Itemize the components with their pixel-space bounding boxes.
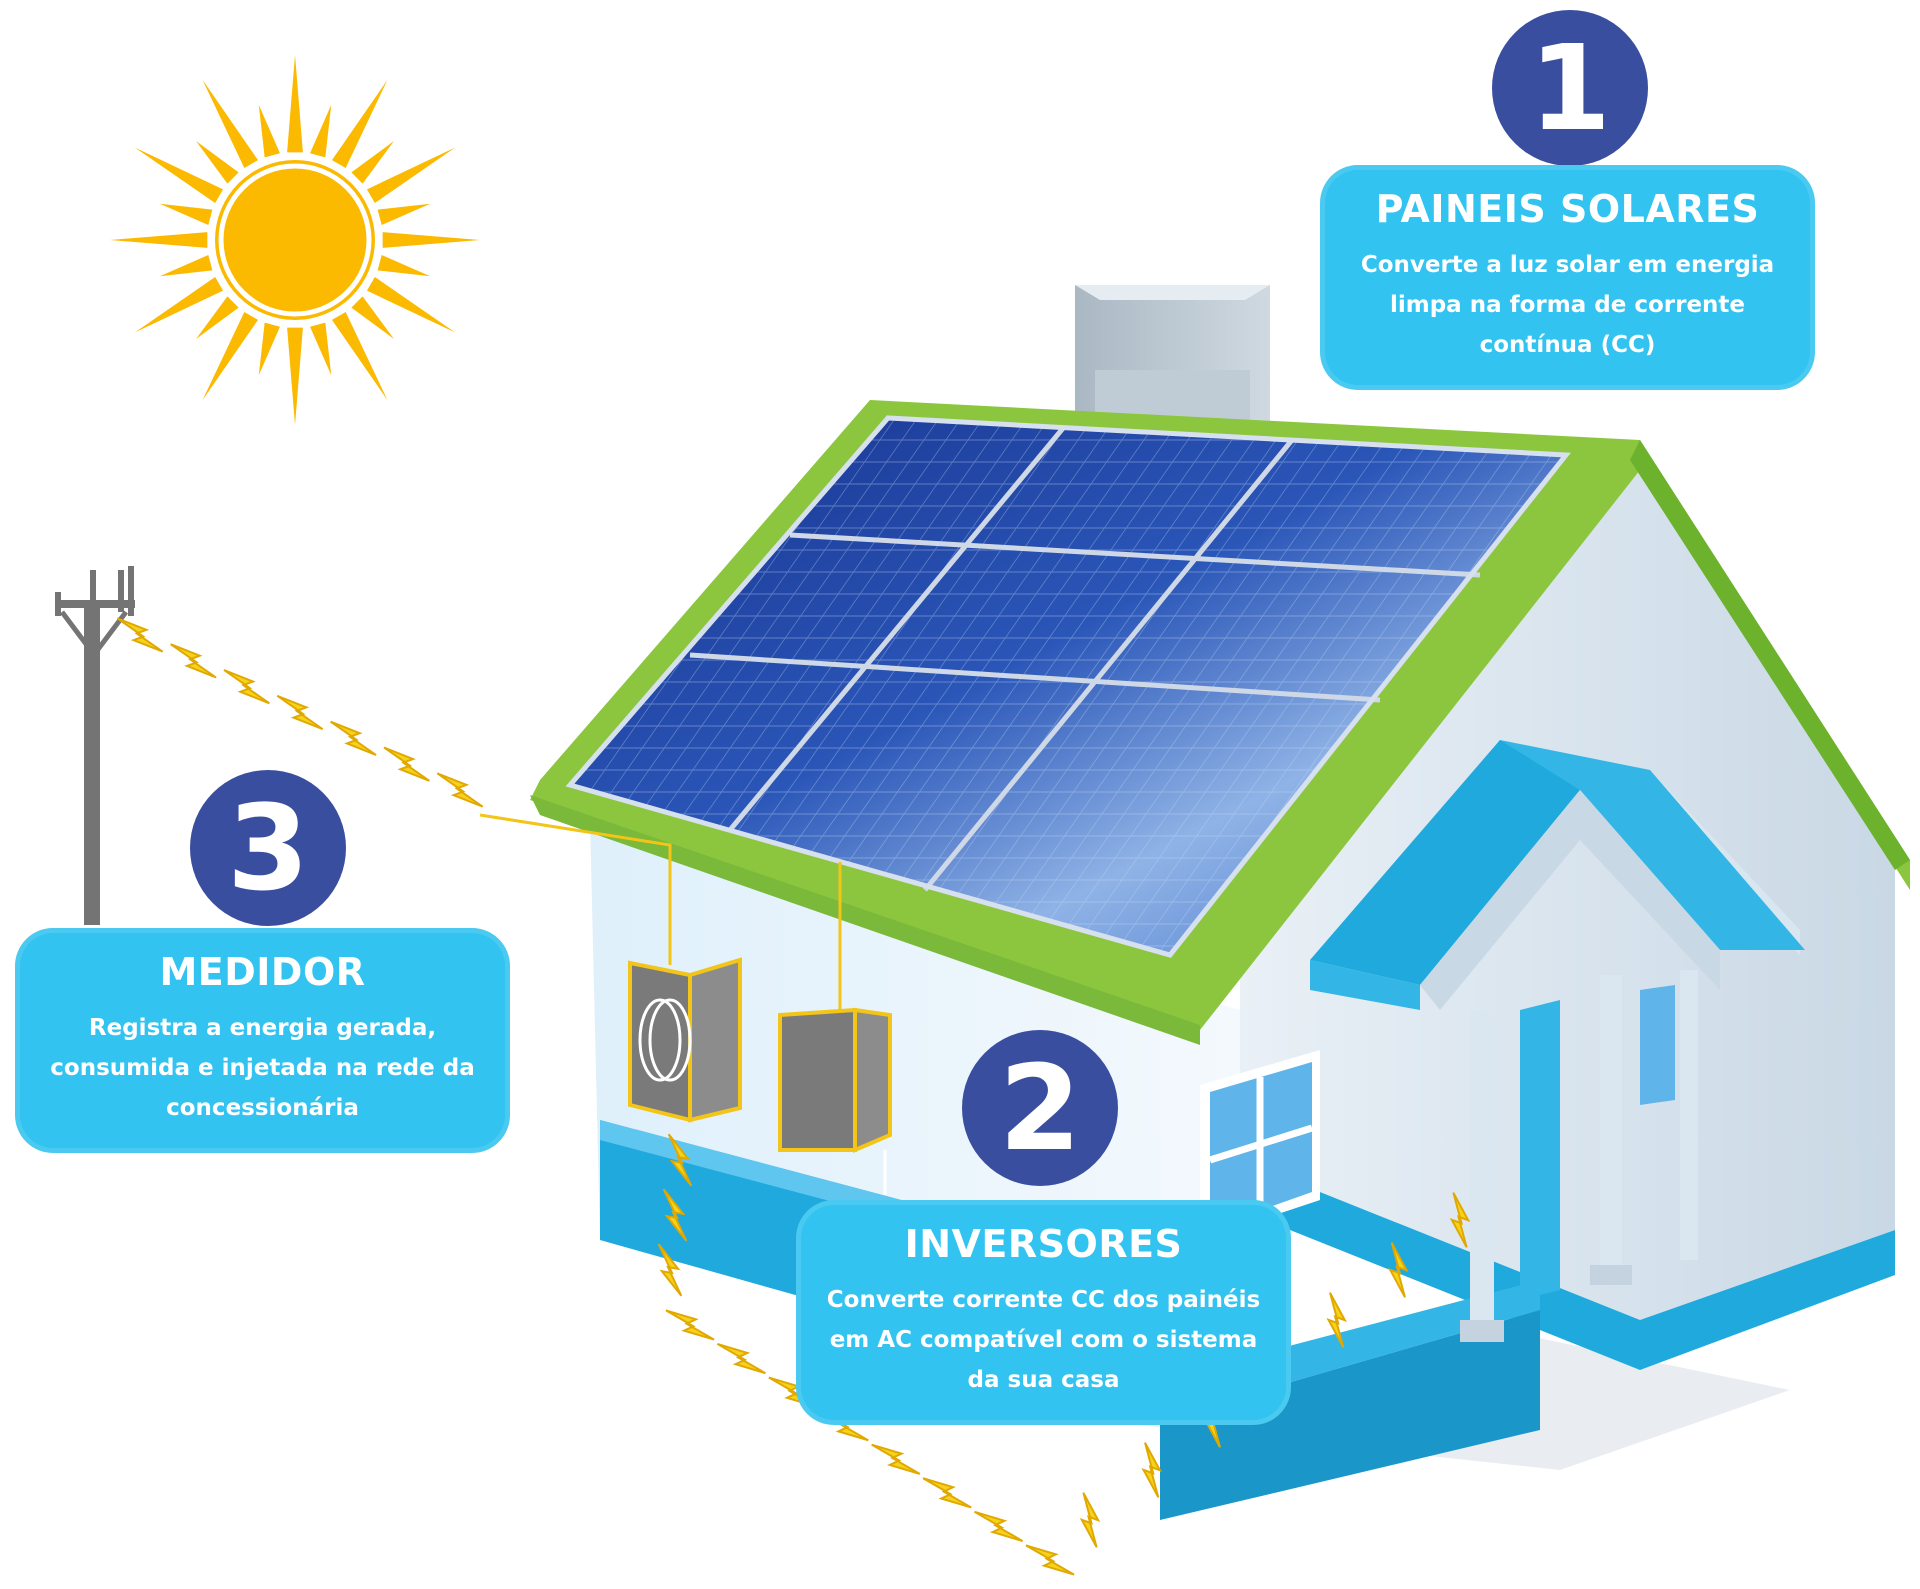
lightning-bolt-icon [974, 1510, 1024, 1542]
lightning-bolt-icon [871, 1443, 921, 1475]
sun-ray [196, 141, 239, 184]
step-3-description: Registra a energia gerada, consumida e i… [15, 1008, 510, 1128]
sun-ray [377, 203, 431, 225]
step-1-number-badge: 1 [1492, 10, 1648, 166]
step-1-desc-line: Converte a luz solar em energia [1360, 252, 1775, 278]
sun-ray [310, 322, 332, 376]
inverter-box-icon [778, 1007, 892, 1195]
window-icon [1200, 1050, 1320, 1240]
sun-ray [202, 311, 259, 401]
step-1-description: Converte a luz solar em energia limpa na… [1320, 245, 1815, 365]
lightning-bolt-icon [1025, 1544, 1075, 1576]
step-3-number-badge: 3 [190, 770, 346, 926]
sun-ray [351, 296, 394, 339]
step-2-title: INVERSORES [904, 1222, 1183, 1266]
lightning-bolt-icon [116, 617, 164, 653]
step-3-title: MEDIDOR [159, 950, 366, 994]
sun-ray [351, 141, 394, 184]
sun-ray [196, 296, 239, 339]
step-2-desc-line: em AC compatível com o sistema [829, 1327, 1258, 1353]
step-3-desc-line: consumida e injetada na rede da [50, 1055, 475, 1081]
lightning-bolt-icon [665, 1309, 715, 1341]
lightning-bolt-icon [657, 1243, 683, 1297]
sun-ray [366, 276, 456, 333]
step-2-desc-line: da sua casa [967, 1367, 1120, 1393]
step-1-title: PAINEIS SOLARES [1375, 187, 1760, 231]
step-1-desc-line: contínua (CC) [1479, 332, 1656, 358]
lightning-bolt-icon [436, 772, 484, 808]
step-1-callout: PAINEIS SOLARES Converte a luz solar em … [1320, 165, 1815, 390]
lightning-bolt-icon [1449, 1192, 1471, 1248]
sun-ray [110, 232, 208, 248]
sun-icon [110, 55, 480, 425]
lightning-path [116, 617, 1471, 1576]
lightning-bolt-icon [276, 694, 324, 731]
step-3-desc-line: Registra a energia gerada, [88, 1015, 437, 1041]
sun-ray [258, 104, 280, 158]
sun-ray [331, 79, 388, 169]
sun-ray [159, 203, 213, 225]
lightning-bolt-icon [716, 1343, 766, 1375]
step-3-callout: MEDIDOR Registra a energia gerada, consu… [15, 928, 510, 1153]
sun-ray [287, 327, 303, 425]
step-2-description: Converte corrente CC dos painéis em AC c… [796, 1280, 1291, 1400]
lightning-bolt-icon [223, 669, 270, 705]
sun-ray [366, 147, 456, 204]
sun-ray [202, 79, 259, 169]
sun-ray [134, 276, 224, 333]
lightning-bolt-icon [383, 746, 430, 782]
sun-ray [310, 104, 332, 158]
solar-panel-icon [565, 415, 1571, 958]
sun-ray [134, 147, 224, 204]
step-3-desc-line: concessionária [166, 1095, 359, 1121]
sun-ray [331, 311, 388, 401]
lightning-bolt-icon [1141, 1442, 1162, 1498]
lightning-bolt-icon [1388, 1242, 1409, 1298]
sun-ray [377, 255, 431, 277]
lightning-bolt-icon [1079, 1492, 1101, 1548]
sun-ray [258, 322, 280, 376]
lightning-bolt-icon [1326, 1292, 1347, 1348]
sun-ray [382, 232, 480, 248]
step-2-number-badge: 2 [962, 1030, 1118, 1186]
lightning-bolt-icon [662, 1188, 688, 1242]
lightning-bolt-icon [330, 720, 377, 756]
meter-box-icon [628, 957, 742, 1123]
lightning-bolt-icon [667, 1133, 693, 1187]
utility-pole-icon [55, 566, 135, 925]
lightning-bolt-icon [922, 1477, 972, 1509]
sun-ray [159, 255, 213, 277]
step-2-callout: INVERSORES Converte corrente CC dos pain… [796, 1200, 1291, 1425]
step-2-desc-line: Converte corrente CC dos painéis [826, 1287, 1261, 1313]
sun-ray [287, 55, 303, 153]
step-1-desc-line: limpa na forma de corrente [1389, 292, 1746, 318]
lightning-bolt-icon [170, 643, 217, 679]
